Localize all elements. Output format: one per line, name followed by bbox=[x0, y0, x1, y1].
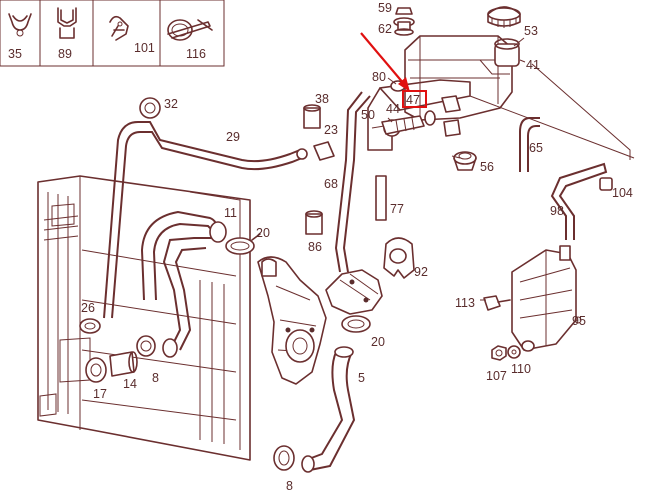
callout-26: 26 bbox=[81, 301, 95, 315]
callout-5: 5 bbox=[358, 371, 365, 385]
callout-32: 32 bbox=[164, 97, 178, 111]
legend-label-101: 101 bbox=[134, 41, 155, 55]
callout-104: 104 bbox=[612, 186, 633, 200]
legend-label-116: 116 bbox=[186, 47, 206, 61]
callout-98: 98 bbox=[550, 204, 564, 218]
cable-tie-icon bbox=[167, 19, 213, 41]
clamp-icon bbox=[57, 7, 77, 39]
callout-92: 92 bbox=[414, 265, 428, 279]
callout-29: 29 bbox=[226, 130, 240, 144]
callout-86: 86 bbox=[308, 240, 322, 254]
bushing-38 bbox=[303, 104, 321, 129]
grommet-32 bbox=[139, 97, 161, 119]
callout-8b: 8 bbox=[286, 479, 293, 493]
hose-68 bbox=[334, 91, 363, 273]
leader-lines bbox=[371, 37, 525, 301]
highlight-arrow bbox=[360, 32, 410, 92]
nut-107 bbox=[491, 345, 507, 361]
clamp-8 bbox=[136, 335, 156, 357]
callout-8a: 8 bbox=[152, 371, 159, 385]
bushing-86 bbox=[305, 210, 323, 235]
bolt-113 bbox=[483, 295, 511, 311]
callout-68: 68 bbox=[324, 177, 338, 191]
sensor-icon bbox=[393, 7, 415, 36]
hose-98 bbox=[550, 162, 608, 240]
holder-icon bbox=[109, 15, 129, 41]
hose-11 bbox=[140, 210, 219, 351]
callout-38: 38 bbox=[315, 92, 329, 106]
expansion-tank bbox=[367, 35, 520, 151]
legend-row: 35 89 101 116 bbox=[0, 0, 225, 67]
washer-110 bbox=[507, 345, 521, 359]
callout-53: 53 bbox=[524, 24, 538, 38]
callout-50: 50 bbox=[361, 108, 375, 122]
reservoir-95 bbox=[511, 245, 582, 352]
callout-17: 17 bbox=[93, 387, 107, 401]
hose-end bbox=[162, 338, 178, 358]
clamp-26 bbox=[79, 318, 101, 334]
callout-41: 41 bbox=[526, 58, 540, 72]
callout-110: 110 bbox=[511, 362, 531, 376]
cap-icon bbox=[487, 6, 521, 28]
callout-77: 77 bbox=[390, 202, 404, 216]
bracket-92 bbox=[383, 237, 415, 279]
callout-20a: 20 bbox=[256, 226, 270, 240]
callout-59: 59 bbox=[378, 1, 392, 15]
legend-frame bbox=[0, 0, 225, 67]
clamp-17 bbox=[85, 357, 107, 383]
hose-5 bbox=[305, 351, 344, 461]
callout-14: 14 bbox=[123, 377, 137, 391]
fitting-14 bbox=[109, 351, 138, 377]
clip-icon bbox=[8, 13, 32, 37]
callout-65: 65 bbox=[529, 141, 543, 155]
legend-label-35: 35 bbox=[8, 47, 22, 61]
clamp-20-upper bbox=[225, 233, 261, 255]
clip-23 bbox=[313, 141, 335, 161]
grommet-icon bbox=[453, 151, 477, 171]
callout-labels: 59 62 53 41 80 47 44 50 38 23 32 29 65 5… bbox=[81, 1, 633, 493]
radiator bbox=[37, 175, 251, 461]
callout-95: 95 bbox=[572, 314, 586, 328]
plug-104 bbox=[599, 177, 613, 191]
callout-11: 11 bbox=[224, 206, 237, 220]
callout-44: 44 bbox=[386, 102, 400, 116]
legend-label-89: 89 bbox=[58, 47, 72, 61]
tank-fittings bbox=[381, 80, 461, 137]
hose-65 bbox=[519, 117, 540, 172]
callout-62: 62 bbox=[378, 22, 392, 36]
callout-20b: 20 bbox=[371, 335, 385, 349]
callout-113: 113 bbox=[455, 296, 475, 310]
hose-29 bbox=[103, 121, 301, 319]
highlight-box-47 bbox=[402, 90, 427, 108]
callout-47: 47 bbox=[406, 93, 420, 107]
water-pump-housing bbox=[257, 256, 327, 385]
thermostat-housing bbox=[325, 269, 383, 333]
pipe-77 bbox=[375, 175, 387, 221]
callout-80: 80 bbox=[372, 70, 386, 84]
callout-23: 23 bbox=[324, 123, 338, 137]
callout-56: 56 bbox=[480, 160, 494, 174]
clamp-8-lower bbox=[273, 445, 295, 471]
callout-107: 107 bbox=[486, 369, 507, 383]
